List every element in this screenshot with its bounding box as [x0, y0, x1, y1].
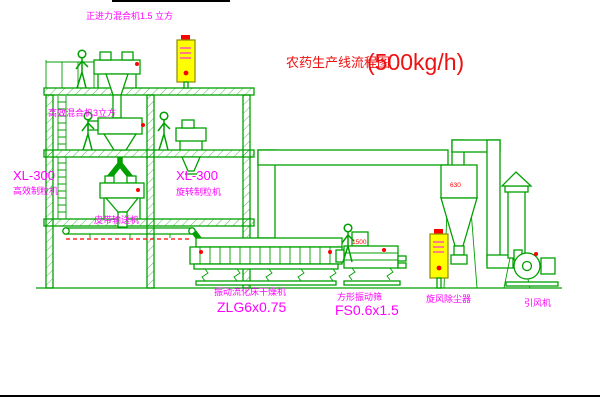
fan-inlet-duct — [486, 139, 514, 269]
second-floor-right-machine — [175, 119, 207, 175]
fan-motor — [540, 257, 556, 275]
label-dryer-name: 振动流化床干燥机 — [214, 286, 286, 297]
label-cyclone: 旋风除尘器 — [426, 293, 471, 304]
dryer-flanges — [199, 247, 331, 264]
label-left-granulator-name: 高效制粒机 — [13, 185, 58, 196]
label-sieve-name: 方形振动筛 — [337, 291, 382, 302]
label-second-mixer: 高效混合机3立方 — [48, 107, 116, 118]
exhaust-duct — [257, 149, 449, 239]
annotation-sieve-size: 1500 — [352, 239, 367, 246]
cyclone-body — [440, 164, 478, 199]
building-structure — [43, 60, 255, 289]
dryer-springs — [201, 268, 337, 282]
rain-cap — [500, 171, 533, 187]
label-sieve-model: FS0.6x1.5 — [335, 302, 399, 318]
induced-draft-fan — [505, 249, 559, 287]
label-mid-granulator-name: 旋转制粒机 — [176, 186, 221, 197]
label-dryer-model: ZLG6x0.75 — [217, 299, 286, 315]
diagram-title: 农药生产线流程图 — [286, 55, 390, 70]
label-fan: 引风机 — [524, 297, 551, 308]
top-mixer — [93, 51, 141, 119]
person-figure — [157, 111, 171, 151]
ladder-upper — [57, 96, 67, 150]
top-floor-railing — [45, 60, 95, 88]
diagram-title-capacity: (500kg/h) — [367, 49, 464, 75]
label-top-mixer: 正进力混合机1.5 立方 — [86, 10, 173, 21]
ladder-lower — [57, 157, 67, 219]
label-left-granulator-model: XL-300 — [13, 168, 55, 183]
label-mid-granulator-model: XL-300 — [176, 168, 218, 183]
control-panel-upper — [176, 35, 196, 89]
fluid-bed-dryer — [189, 237, 343, 286]
control-panel-lower — [429, 229, 449, 289]
screen-springs — [348, 267, 394, 281]
second-floor-mixer — [87, 117, 145, 181]
label-belt-conveyor: 皮带输送机 — [94, 214, 139, 225]
annotation-cyclone-size: 630 — [450, 182, 461, 189]
granulator — [99, 175, 145, 228]
belt-conveyor — [62, 227, 206, 246]
rotary-valve — [450, 254, 468, 265]
vibrating-screen — [335, 231, 407, 286]
